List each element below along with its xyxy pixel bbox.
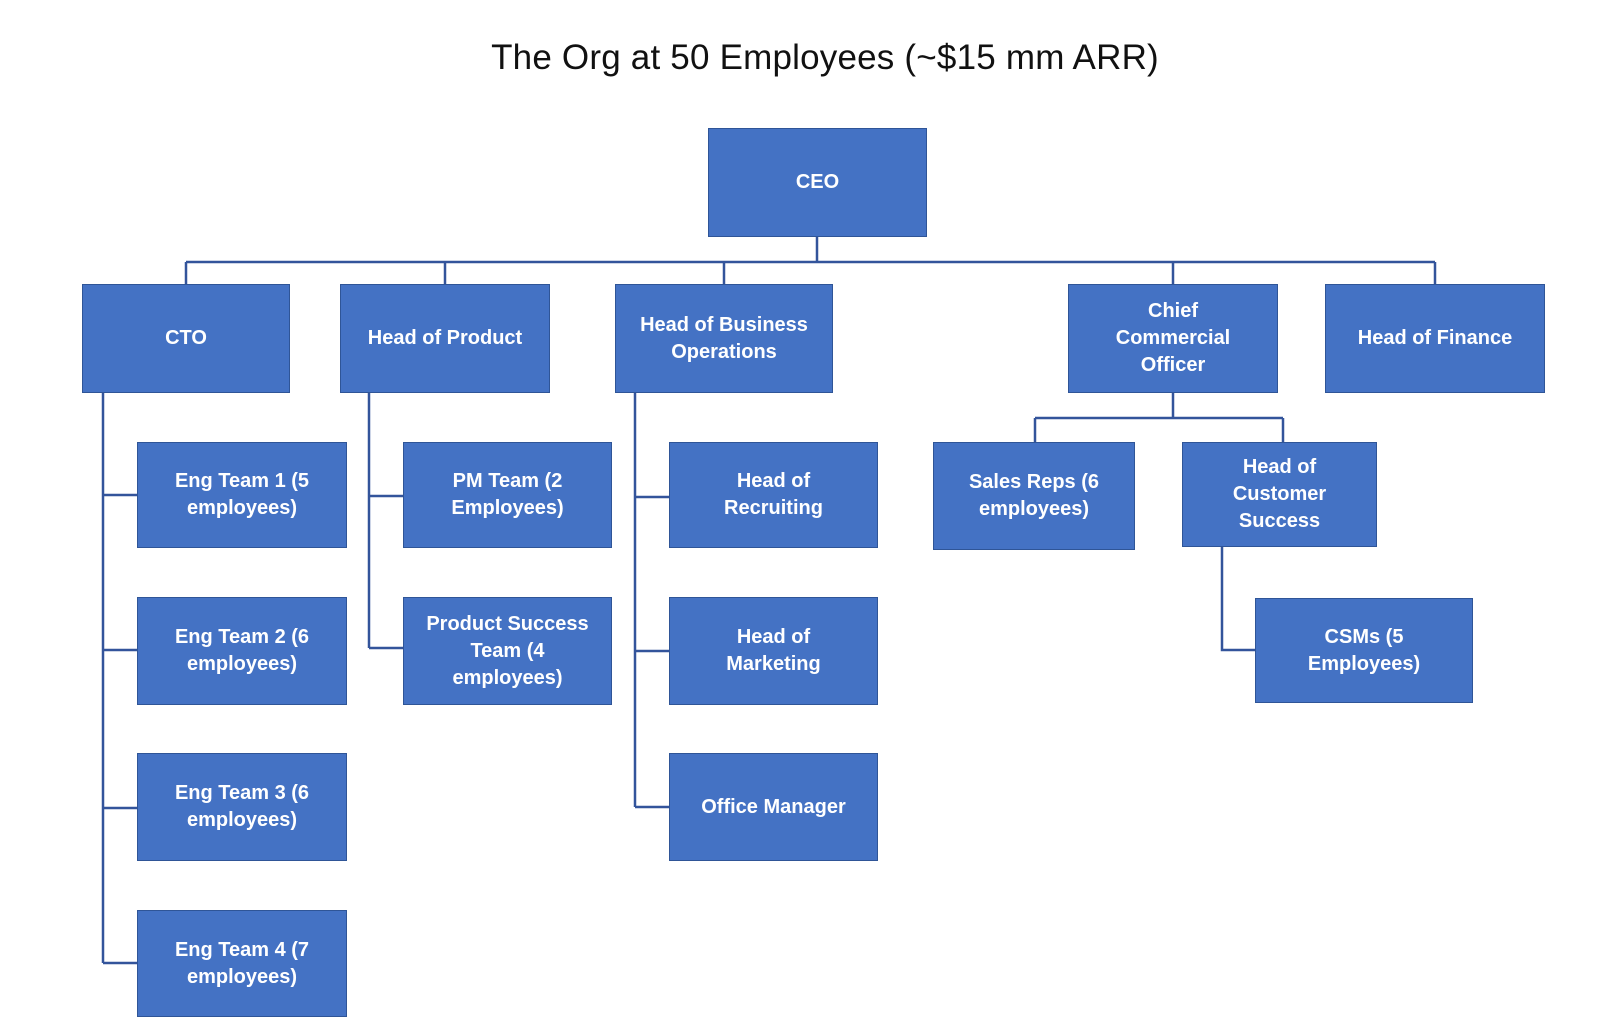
org-node-cto: CTO (82, 284, 290, 393)
org-node-eng-team-4: Eng Team 4 (7 employees) (137, 910, 347, 1017)
connector-ceo-trunk (184, 237, 1437, 284)
connector-bizops-rail (633, 393, 669, 809)
org-node-head-of-business-operations: Head of Business Operations (615, 284, 833, 393)
org-node-product-success-team: Product Success Team (4 employees) (403, 597, 612, 705)
connector-cs-csms (1220, 547, 1255, 652)
connector-product-rail (367, 393, 403, 650)
org-node-chief-commercial-officer: Chief Commercial Officer (1068, 284, 1278, 393)
org-node-ceo: CEO (708, 128, 927, 237)
org-node-eng-team-3: Eng Team 3 (6 employees) (137, 753, 347, 861)
org-node-eng-team-1: Eng Team 1 (5 employees) (137, 442, 347, 548)
org-node-head-of-customer-success: Head of Customer Success (1182, 442, 1377, 547)
org-node-csms: CSMs (5 Employees) (1255, 598, 1473, 703)
org-node-eng-team-2: Eng Team 2 (6 employees) (137, 597, 347, 705)
org-node-head-of-recruiting: Head of Recruiting (669, 442, 878, 548)
org-node-head-of-marketing: Head of Marketing (669, 597, 878, 705)
org-node-pm-team: PM Team (2 Employees) (403, 442, 612, 548)
connector-cto-rail (101, 393, 137, 965)
org-node-head-of-product: Head of Product (340, 284, 550, 393)
org-node-office-manager: Office Manager (669, 753, 878, 861)
org-node-sales-reps: Sales Reps (6 employees) (933, 442, 1135, 550)
connector-cco-branch (1033, 393, 1285, 442)
org-node-head-of-finance: Head of Finance (1325, 284, 1545, 393)
chart-title: The Org at 50 Employees (~$15 mm ARR) (491, 38, 1159, 77)
